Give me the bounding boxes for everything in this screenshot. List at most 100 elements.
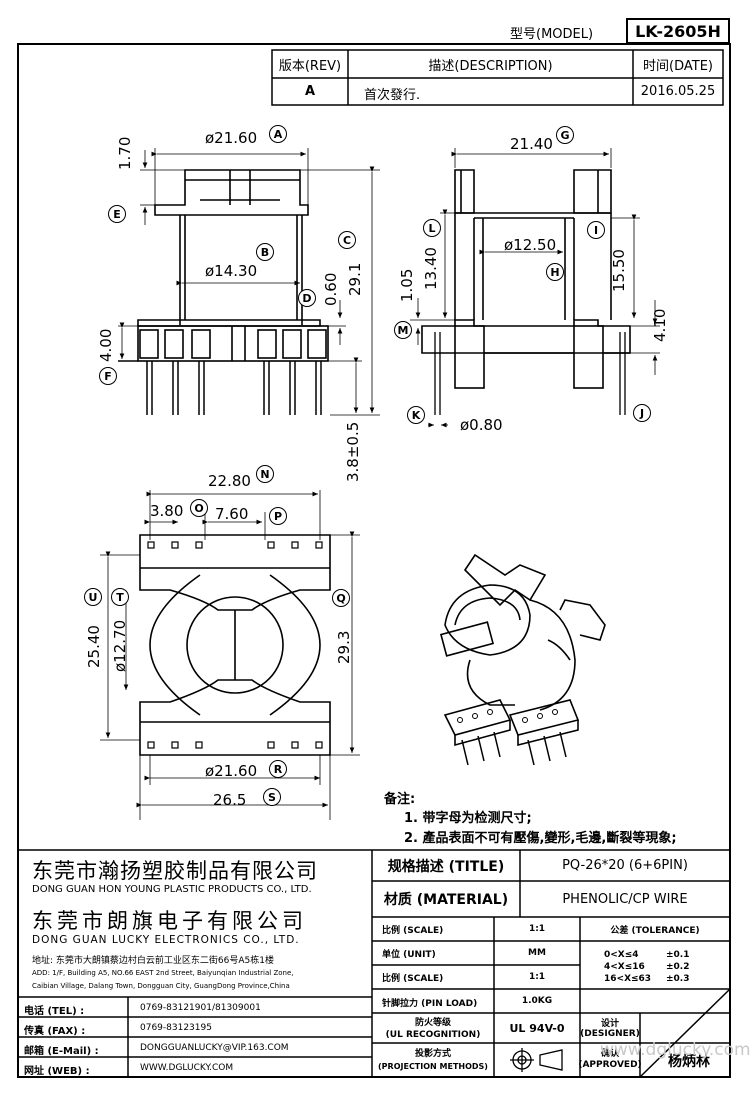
marker-o: O [190,499,208,517]
marker-h: H [546,263,564,281]
spec-proj-label-en: (PROJECTION METHODS) [378,1061,488,1071]
projection-symbol-icon [510,1048,563,1072]
marker-d: D [298,289,316,307]
marker-e: E [108,205,126,223]
dim-7-60: 7.60 [215,505,249,523]
dim-3-80: 3.80 [150,502,184,520]
dim-29-1: 29.1 [346,262,364,296]
marker-s: S [263,788,281,806]
spec-ul-label-en: (UL RECOGNITION) [385,1030,481,1040]
marker-l: L [423,219,441,237]
marker-t: T [111,588,129,606]
contact-web-label: 网址 (WEB) : [24,1066,90,1077]
date-header: 时间(DATE) [643,58,713,74]
notes-title: 备注: [384,792,416,807]
notes-line2: 2. 產品表面不可有壓傷,變形,毛邊,斷裂等現象; [404,831,677,846]
company-address-en-2: Caibian Village, Dalang Town, Dongguan C… [32,982,290,990]
marker-k: K [407,406,425,424]
marker-p: P [269,507,287,525]
dim-25-40: 25.40 [85,625,103,668]
dim-0-80: ø0.80 [460,416,503,434]
marker-r: R [269,760,287,778]
spec-proj-label-cn: 投影方式 [414,1048,451,1059]
dim-21-60-top: ø21.60 [205,129,258,147]
spec-material-label: 材质 (MATERIAL) [383,892,509,908]
spec-material-value: PHENOLIC/CP WIRE [562,891,688,907]
spec-designer-en: (DESIGNER) [580,1029,640,1039]
dim-13-40: 13.40 [422,247,440,290]
dim-12-50: ø12.50 [504,236,557,254]
spec-designer-cn: 设计 [600,1018,619,1029]
spec-scale-value: 1:1 [528,924,546,934]
watermark: www.dglucky.com [600,1040,750,1060]
contact-email-value: DONGGUANLUCKY@VIP.163.COM [140,1043,289,1053]
contact-fax-value: 0769-83123195 [140,1023,212,1033]
spec-approved-cn: 确认 [600,1048,619,1059]
spec-unit-value: MM [528,948,546,958]
company-name-1-en: DONG GUAN HON YOUNG PLASTIC PRODUCTS CO.… [32,884,312,895]
dim-4-10: 4.10 [651,308,669,342]
tol-1-value: ±0.1 [666,950,690,960]
spec-pinload-value: 1.0KG [521,996,553,1006]
marker-u: U [84,588,102,606]
dim-1-70: 1.70 [116,136,134,170]
dim-0-60: 0.60 [322,272,340,306]
spec-scale2-label: 比例 (SCALE) [382,974,444,984]
marker-a: A [269,125,287,143]
rev-header: 版本(REV) [278,58,342,74]
tol-3-value: ±0.3 [666,974,690,984]
marker-m: M [394,321,412,339]
notes-line1: 1. 带字母为检测尺寸; [404,811,532,826]
company-name-1-cn: 东莞市瀚扬塑胶制品有限公司 [32,859,318,883]
contact-web-value: WWW.DGLUCKY.COM [140,1063,234,1073]
desc-value: 首次發行. [364,88,421,103]
contact-email-label: 邮箱 (E-Mail) : [24,1046,99,1057]
tol-2-value: ±0.2 [666,962,690,972]
spec-pinload-label: 针脚拉力 (PIN LOAD) [382,999,478,1009]
company-name-2-cn: 东莞市朗旗电子有限公司 [32,909,307,933]
spec-scale-label: 比例 (SCALE) [382,926,444,936]
marker-b: B [256,243,274,261]
dim-12-70: ø12.70 [111,619,129,672]
spec-ul-value: UL 94V-0 [509,1021,565,1035]
marker-f: F [99,367,117,385]
dim-22-80: 22.80 [208,472,251,490]
spec-ul-label-cn: 防火等级 [414,1017,451,1028]
marker-j: J [633,404,651,422]
model-label: 型号(MODEL) [510,27,594,42]
dim-1-05: 1.05 [398,268,416,302]
company-address-en-1: ADD: 1/F, Building A5, NO.66 EAST 2nd St… [32,969,294,977]
spec-title-value: PQ-26*20 (6+6PIN) [562,858,688,873]
dim-26-5: 26.5 [213,791,247,809]
marker-g: G [556,126,574,144]
contact-fax-label: 传真 (FAX) : [24,1026,86,1037]
dim-21-60-bottom: ø21.60 [205,762,258,780]
spec-title-label: 规格描述 (TITLE) [387,858,505,875]
company-address-cn: 地址: 东莞市大朗镇蔡边村白云前工业区东二街66号A5栋1楼 [32,956,274,966]
company-name-2-en: DONG GUAN LUCKY ELECTRONICS CO., LTD. [32,934,300,946]
date-value: 2016.05.25 [640,84,716,99]
rev-value: A [304,84,316,99]
marker-i: I [587,221,605,239]
dim-15-50: 15.50 [610,249,628,292]
spec-unit-label: 单位 (UNIT) [382,950,436,960]
dim-14-30: ø14.30 [205,262,258,280]
spec-approved-en: (APPROVED) [578,1060,642,1070]
spec-approved-name: 杨炳林 [668,1054,710,1070]
tol-1-range: 0<X≤4 [604,950,639,960]
marker-c: C [338,231,356,249]
marker-n: N [256,465,274,483]
contact-tel-label: 电话 (TEL) : [24,1006,85,1017]
dim-29-3: 29.3 [335,630,353,664]
dim-4-00: 4.00 [97,328,115,362]
spec-scale2-value: 1:1 [528,972,546,982]
contact-tel-value: 0769-83121901/81309001 [140,1003,261,1013]
dim-21-40: 21.40 [510,135,553,153]
spec-tolerance-label: 公差 (TOLERANCE) [610,925,700,936]
marker-q: Q [332,589,350,607]
dim-3-8: 3.8±0.5 [344,421,362,482]
desc-header: 描述(DESCRIPTION) [428,58,553,74]
tol-2-range: 4<X≤16 [604,962,645,972]
isometric-view [439,553,606,747]
